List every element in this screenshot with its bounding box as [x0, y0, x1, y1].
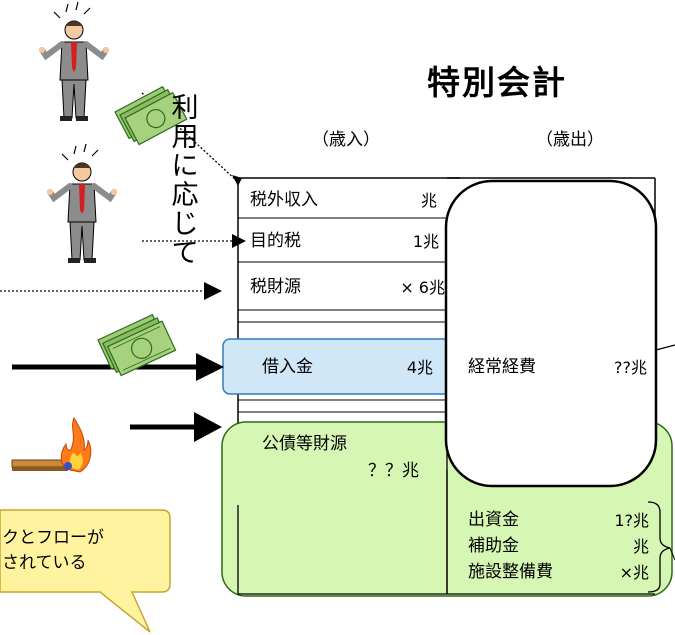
revenue-item-label: 税外収入 — [250, 190, 318, 210]
thick-arrow-loan — [12, 353, 224, 381]
speech-bubble — [0, 509, 171, 633]
dotted-arrow-purpose-tax — [142, 234, 246, 248]
expense-item-label: 施設整備費 — [468, 562, 553, 582]
dotted-arrow-tax-source — [0, 282, 222, 300]
loan-value: 4兆 — [406, 358, 433, 377]
bubble-text-line2: されている — [2, 553, 87, 573]
loan-label: 借入金 — [262, 357, 313, 377]
revenue-item-label: 目的税 — [250, 231, 301, 251]
thick-arrow-bond — [130, 412, 222, 442]
side-note-vertical: 利用に応じて — [171, 93, 199, 269]
confused-businessman-icon-2 — [47, 143, 117, 263]
regular-expense-label: 経常経費 — [468, 357, 536, 377]
expenditure-header: （歳出） — [536, 130, 604, 150]
regular-expense-value: ??兆 — [614, 358, 647, 377]
expense-item-value: 兆 — [632, 537, 649, 556]
page-title: 特別会計 — [427, 63, 567, 102]
revenue-item-label: 税財源 — [250, 277, 301, 297]
bubble-text-line1: クとフローが — [2, 528, 104, 548]
money-stack-icon — [97, 313, 177, 377]
burning-match-icon — [11, 416, 92, 473]
confused-businessman-icon — [39, 1, 109, 121]
regular-expense-box — [444, 179, 658, 488]
revenue-item-value: × 6兆 — [400, 278, 445, 297]
revenue-item-value: 1兆 — [412, 232, 439, 251]
expense-item-label: 出資金 — [468, 510, 519, 530]
expense-item-value: 1?兆 — [614, 511, 649, 530]
bond-value: ？？兆 — [368, 461, 419, 481]
expense-item-label: 補助金 — [468, 536, 519, 556]
expense-item-value: ×兆 — [619, 563, 649, 582]
revenue-header: （歳入） — [312, 130, 380, 150]
bond-label: 公債等財源 — [262, 434, 347, 454]
revenue-item-value: 兆 — [420, 191, 437, 210]
money-stack-icon-upper — [114, 85, 188, 146]
